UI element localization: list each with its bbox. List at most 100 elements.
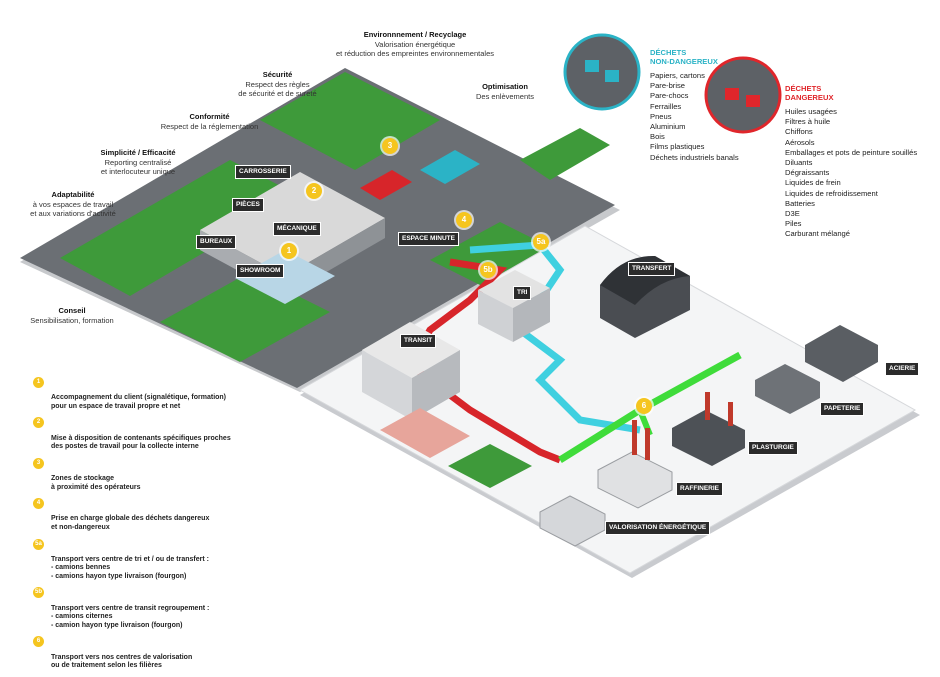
list-item: Papiers, cartons [650,71,705,80]
annotation-title: Sécurité [262,70,293,79]
legend-item: 3 Zones de stockage à proximité des opér… [33,457,293,492]
legend-item: 2 Mise à disposition de contenants spéci… [33,417,293,451]
dangereux-title: DÉCHETS DANGEREUX [785,84,925,102]
transit-red-floor [380,408,470,458]
legend-item: 1 Accompagnement du client (signalétique… [33,377,293,411]
annotation-line: à vos espaces de travail [32,199,114,209]
list-item: Déchets industriels banals [650,152,739,162]
dangereux-inset-bin [725,88,739,100]
badge-step-6: 6 [636,398,652,414]
annotation-simplicite: Simplicité / Efficacité Reporting centra… [88,148,188,177]
list-item: Diluants [785,158,813,168]
annotation-title: Optimisation [482,82,528,91]
list-item: Batteries [785,198,815,208]
legend-number: 6 [33,636,44,648]
legend-text: Accompagnement du client (signalétique, … [51,394,227,410]
legend-text: Transport vers centre de transit regroup… [51,604,210,629]
non-dangereux-inset [563,33,641,111]
legend-text: Transport vers nos centres de valorisati… [51,653,193,670]
legend-text: Prise en charge globale des déchets dang… [51,515,210,531]
label-papeterie: PAPETERIE [820,402,865,416]
list-item: Bois [650,132,665,142]
legend-number: 5a [33,538,44,550]
badge-step-2: 2 [306,183,322,199]
non-dangereux-items: Papiers, cartons Pare-brise Pare-chocs F… [650,71,755,163]
non-dangereux-inset-bin-2 [605,70,619,82]
label-acierie: ACIERIE [885,362,920,376]
transit-wall-left [362,350,412,420]
underpass [448,444,532,488]
badge-step-4: 4 [456,212,472,228]
annotation-securite: Sécurité Respect des règles de sécurité … [230,70,325,99]
list-item: Aérosols [785,137,815,147]
annotation-title: Conformité [189,112,230,121]
badge-step-5a: 5a [533,234,549,250]
legend-item: 4 Prise en charge globale des déchets da… [33,498,293,532]
legend-number: 5b [33,587,44,599]
badge-step-5b: 5b [480,262,496,278]
acierie-building [805,325,878,382]
label-tri: TRI [513,286,532,300]
legend-number: 2 [33,417,44,429]
list-item: Dégraissants [785,168,830,178]
legend-item: 5a Transport vers centre de tri et / ou … [33,538,293,582]
non-dangereux-inset-bin [585,60,599,72]
legend-item: 5b Transport vers centre de transit regr… [33,587,293,630]
storage-cyan-zone [420,150,480,184]
list-item: D3E [785,209,800,219]
list-item: Emballages et pots de peinture souillés [785,147,918,157]
annotation-line: et interlocuteur unique [100,167,176,176]
label-mecanique: MÉCANIQUE [273,222,321,236]
dangereux-inset [704,56,782,134]
dangereux-inset-bin-2 [746,95,760,107]
badge-step-1: 1 [281,243,297,259]
annotation-line: et aux variations d'activité [30,209,116,218]
legend-item: 6 Transport vers nos centres de valorisa… [33,636,293,670]
label-pieces: PIÈCES [232,198,264,212]
grass-right [430,222,560,290]
annotation-line: Respect de la réglementation [160,121,259,131]
legend-text: Mise à disposition de contenants spécifi… [51,434,231,451]
annotation-optimisation: Optimisation Des enlèvements [470,82,540,101]
label-raffinerie: RAFFINERIE [676,482,723,496]
non-dangereux-title: DÉCHETS NON-DANGEREUX [650,48,755,66]
grass-left [60,160,300,296]
transit-wall-right [412,350,460,420]
label-plasturgie: PLASTURGIE [748,441,798,455]
chimney-3 [705,392,710,420]
plasturgie-building [672,410,745,466]
chimney-2 [645,428,650,460]
list-title-line: DÉCHETS [650,48,687,57]
annotation-title: Adaptabilité [51,190,95,199]
tri-wall-left [478,290,513,342]
list-item: Liquides de refroidissement [785,188,878,198]
list-item: Films plastiques [650,142,705,152]
annotation-line: Respect des règles [245,79,310,89]
list-item: Pneus [650,111,672,121]
legend-number: 1 [33,377,44,388]
list-item: Piles [785,219,802,229]
annotation-line: Valorisation énergétique [374,39,456,49]
transit-roof [362,322,460,378]
annotation-line: Des enlèvements [476,91,534,101]
label-transfert: TRANSFERT [628,262,676,276]
list-item: Aluminium [650,122,686,132]
list-title-line: DÉCHETS [785,84,822,93]
list-item: Liquides de frein [785,178,841,188]
annotation-line: Reporting centralisé [104,157,172,167]
label-bureaux: BUREAUX [196,235,237,249]
annotation-line: Sensibilisation, formation [30,315,114,325]
list-item: Huiles usagées [785,107,837,116]
list-title-line: NON-DANGEREUX [650,57,718,66]
non-dangereux-list: DÉCHETS NON-DANGEREUX Papiers, cartons P… [650,48,755,163]
legend-text: Zones de stockage à proximité des opérat… [51,474,141,491]
annotation-conformite: Conformité Respect de la réglementation [152,112,267,131]
list-item: Chiffons [785,127,813,137]
chimney-1 [632,420,637,455]
label-espace-minute: ESPACE MINUTE [398,232,459,246]
legend-number: 4 [33,498,44,510]
list-item: Pare-brise [650,81,686,91]
badge-step-3: 3 [382,138,398,154]
annotation-adaptabilite: Adaptabilité à vos espaces de travail et… [18,190,128,219]
showroom-floor [235,250,335,304]
